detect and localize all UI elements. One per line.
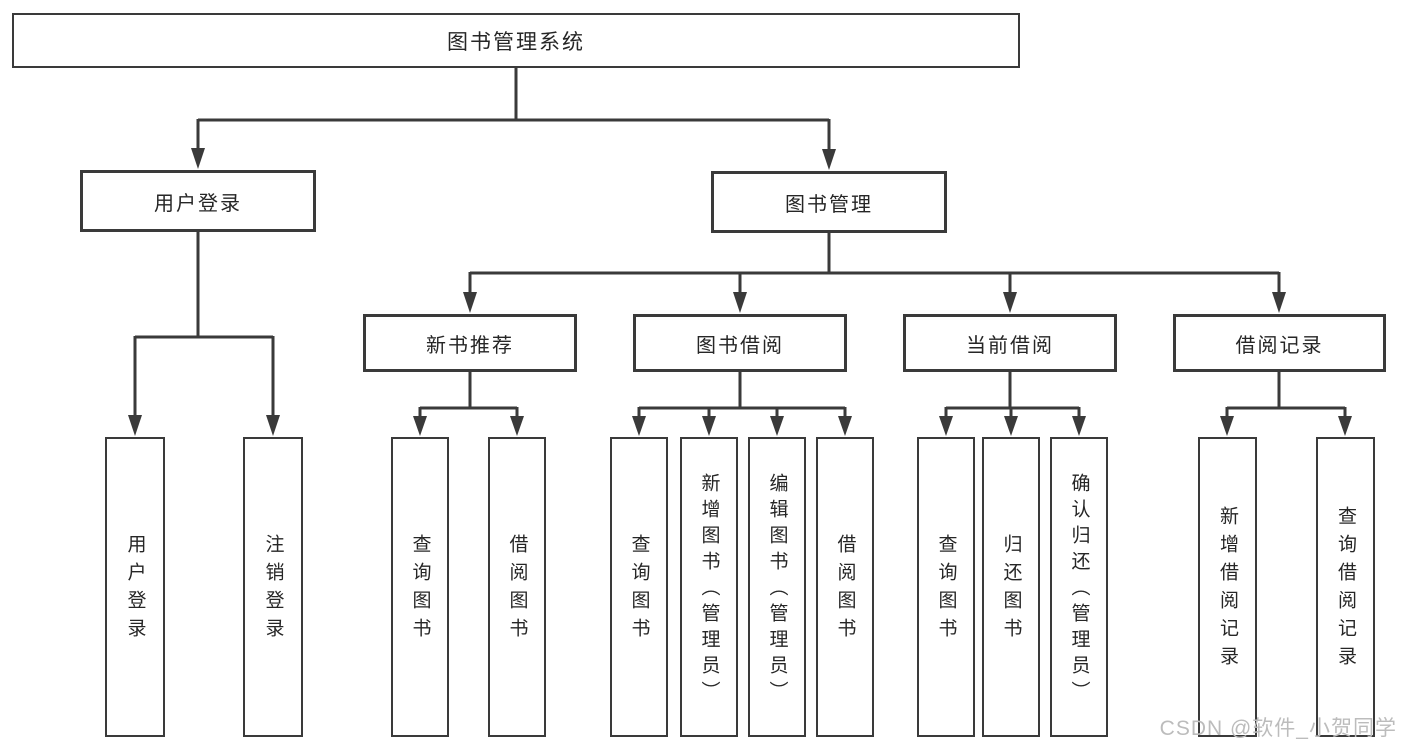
leaf-label: 注销登录 [262, 534, 284, 646]
leaf-label: 确认归还（管理员） [1068, 473, 1090, 707]
leaf-user-login: 用户登录 [105, 437, 165, 737]
leaf-current-query-book: 查询图书 [917, 437, 975, 737]
leaf-label: 新增借阅记录 [1217, 506, 1238, 674]
leaf-label: 查询图书 [409, 534, 431, 646]
node-label: 图书管理系统 [447, 30, 585, 54]
leaf-records-add-borrow-record: 新增借阅记录 [1198, 437, 1257, 737]
leaf-label: 查询借阅记录 [1335, 506, 1356, 674]
leaf-borrow-query-book: 查询图书 [610, 437, 668, 737]
node-new-book-recommend: 新书推荐 [363, 314, 577, 372]
node-library-management-system: 图书管理系统 [12, 13, 1020, 68]
node-borrow-records: 借阅记录 [1173, 314, 1386, 372]
node-label: 新书推荐 [426, 334, 514, 357]
node-label: 图书管理 [785, 193, 873, 216]
leaf-borrow-add-book-admin: 新增图书（管理员） [680, 437, 738, 737]
leaf-label: 归还图书 [1000, 534, 1022, 646]
leaf-records-query-borrow-record: 查询借阅记录 [1316, 437, 1375, 737]
leaf-newbook-borrow-book: 借阅图书 [488, 437, 546, 737]
node-label: 当前借阅 [966, 334, 1054, 357]
leaf-current-return-book: 归还图书 [982, 437, 1040, 737]
leaf-label: 查询图书 [935, 534, 957, 646]
node-user-login: 用户登录 [80, 170, 316, 232]
node-label: 用户登录 [154, 192, 242, 215]
node-book-borrow: 图书借阅 [633, 314, 847, 372]
node-current-borrow: 当前借阅 [903, 314, 1117, 372]
node-book-management: 图书管理 [711, 171, 947, 233]
leaf-newbook-query-book: 查询图书 [391, 437, 449, 737]
leaf-label: 编辑图书（管理员） [766, 473, 788, 707]
leaf-label: 用户登录 [124, 534, 146, 646]
leaf-logout: 注销登录 [243, 437, 303, 737]
csdn-watermark: CSDN @软件_小贺同学 [1159, 717, 1397, 740]
leaf-label: 新增图书（管理员） [698, 473, 720, 707]
leaf-current-confirm-return-admin: 确认归还（管理员） [1050, 437, 1108, 737]
leaf-borrow-borrow-book: 借阅图书 [816, 437, 874, 737]
node-label: 借阅记录 [1235, 334, 1324, 357]
leaf-label: 查询图书 [628, 534, 650, 646]
leaf-borrow-edit-book-admin: 编辑图书（管理员） [748, 437, 806, 737]
leaf-label: 借阅图书 [506, 534, 528, 646]
leaf-label: 借阅图书 [834, 534, 856, 646]
node-label: 图书借阅 [696, 334, 784, 357]
